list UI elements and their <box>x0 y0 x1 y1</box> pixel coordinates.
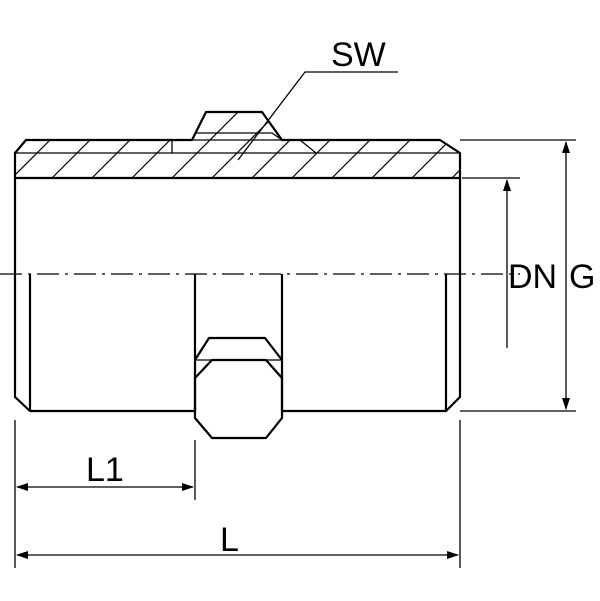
label-sw: SW <box>331 36 386 74</box>
extension-lines <box>14 139 576 568</box>
hex-collar <box>193 358 284 440</box>
inner-groove-line <box>171 139 317 154</box>
body-outline <box>13 178 462 413</box>
label-dn: DN <box>508 258 557 296</box>
section-outline <box>13 110 462 180</box>
label-l: L <box>220 521 239 559</box>
hex-chamfer-line <box>191 132 283 141</box>
label-g: G <box>569 258 595 296</box>
sw-leader <box>237 71 398 161</box>
label-l1: L1 <box>86 451 124 489</box>
